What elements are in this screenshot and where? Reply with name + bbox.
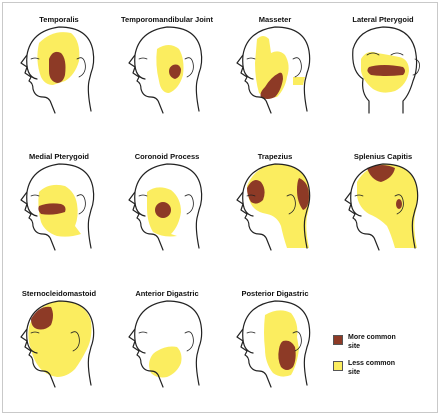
referral-zone-more bbox=[155, 202, 171, 218]
referral-zone-more bbox=[367, 65, 405, 76]
referral-zone-more bbox=[260, 72, 283, 99]
referral-zone-more bbox=[367, 165, 395, 182]
panel-scm: Sternocleidomastoid bbox=[5, 277, 113, 413]
panel-anterior-digastric: Anterior Digastric bbox=[113, 277, 221, 413]
referral-zone-more bbox=[169, 64, 181, 79]
panel-coronoid: Coronoid Process bbox=[113, 140, 221, 276]
head-diagram-coronoid bbox=[128, 163, 203, 251]
panel-title: Masseter bbox=[258, 15, 292, 24]
panel-medial-pterygoid: Medial Pterygoid bbox=[5, 140, 113, 276]
referral-zone-more bbox=[38, 203, 66, 215]
referral-zone-more bbox=[278, 340, 296, 370]
panel-tmj: Temporomandibular Joint bbox=[113, 3, 221, 139]
panel-title: Anterior Digastric bbox=[135, 289, 199, 298]
panel-title: Medial Pterygoid bbox=[28, 152, 89, 161]
panel-title: Temporomandibular Joint bbox=[121, 15, 213, 24]
head-diagram-trapezius bbox=[236, 163, 311, 251]
referral-zone-more bbox=[31, 306, 53, 330]
head-diagram-splenius bbox=[344, 163, 419, 251]
legend-label-more: More common site bbox=[348, 334, 396, 350]
head-diagram-anterior-digastric bbox=[128, 300, 203, 388]
head-diagram-medial-pterygoid bbox=[20, 163, 95, 251]
head-diagram-posterior-digastric bbox=[236, 300, 311, 388]
referral-zone-less bbox=[149, 346, 182, 378]
head-diagram-temporalis bbox=[20, 26, 95, 114]
panel-title: Temporalis bbox=[39, 15, 79, 24]
referral-zone-more bbox=[49, 51, 66, 83]
panel-title: Splenius Capitis bbox=[353, 152, 413, 161]
panel-masseter: Masseter bbox=[221, 3, 329, 139]
panel-lateral-pterygoid: Lateral Pterygoid bbox=[329, 3, 437, 139]
panel-title: Lateral Pterygoid bbox=[352, 15, 414, 24]
panel-title: Trapezius bbox=[257, 152, 293, 161]
legend-swatch-more bbox=[333, 335, 343, 345]
referral-zone-less-ear bbox=[293, 77, 305, 85]
referral-zone-less bbox=[357, 164, 418, 248]
panel-posterior-digastric: Posterior Digastric bbox=[221, 277, 329, 413]
referral-zone-more bbox=[247, 180, 265, 204]
panel-title: Sternocleidomastoid bbox=[21, 289, 97, 298]
head-diagram-lateral-pterygoid bbox=[352, 26, 420, 114]
panel-title: Posterior Digastric bbox=[241, 289, 309, 298]
head-diagram-masseter bbox=[236, 26, 311, 114]
legend-item-more: More common site bbox=[333, 333, 433, 351]
panel-title: Coronoid Process bbox=[134, 152, 200, 161]
legend-label-less: Less common site bbox=[348, 360, 396, 376]
referral-zone-more-occipital bbox=[297, 178, 309, 210]
head-diagram-scm bbox=[20, 300, 95, 388]
panel-temporalis: Temporalis bbox=[5, 3, 113, 139]
panel-splenius: Splenius Capitis bbox=[329, 140, 437, 276]
head-diagram-tmj bbox=[128, 26, 203, 114]
panel-trapezius: Trapezius bbox=[221, 140, 329, 276]
legend-item-less: Less common site bbox=[333, 359, 433, 377]
legend-swatch-less bbox=[333, 361, 343, 371]
legend: More common site Less common site bbox=[333, 333, 433, 385]
referral-zone-more-ear bbox=[396, 199, 402, 209]
